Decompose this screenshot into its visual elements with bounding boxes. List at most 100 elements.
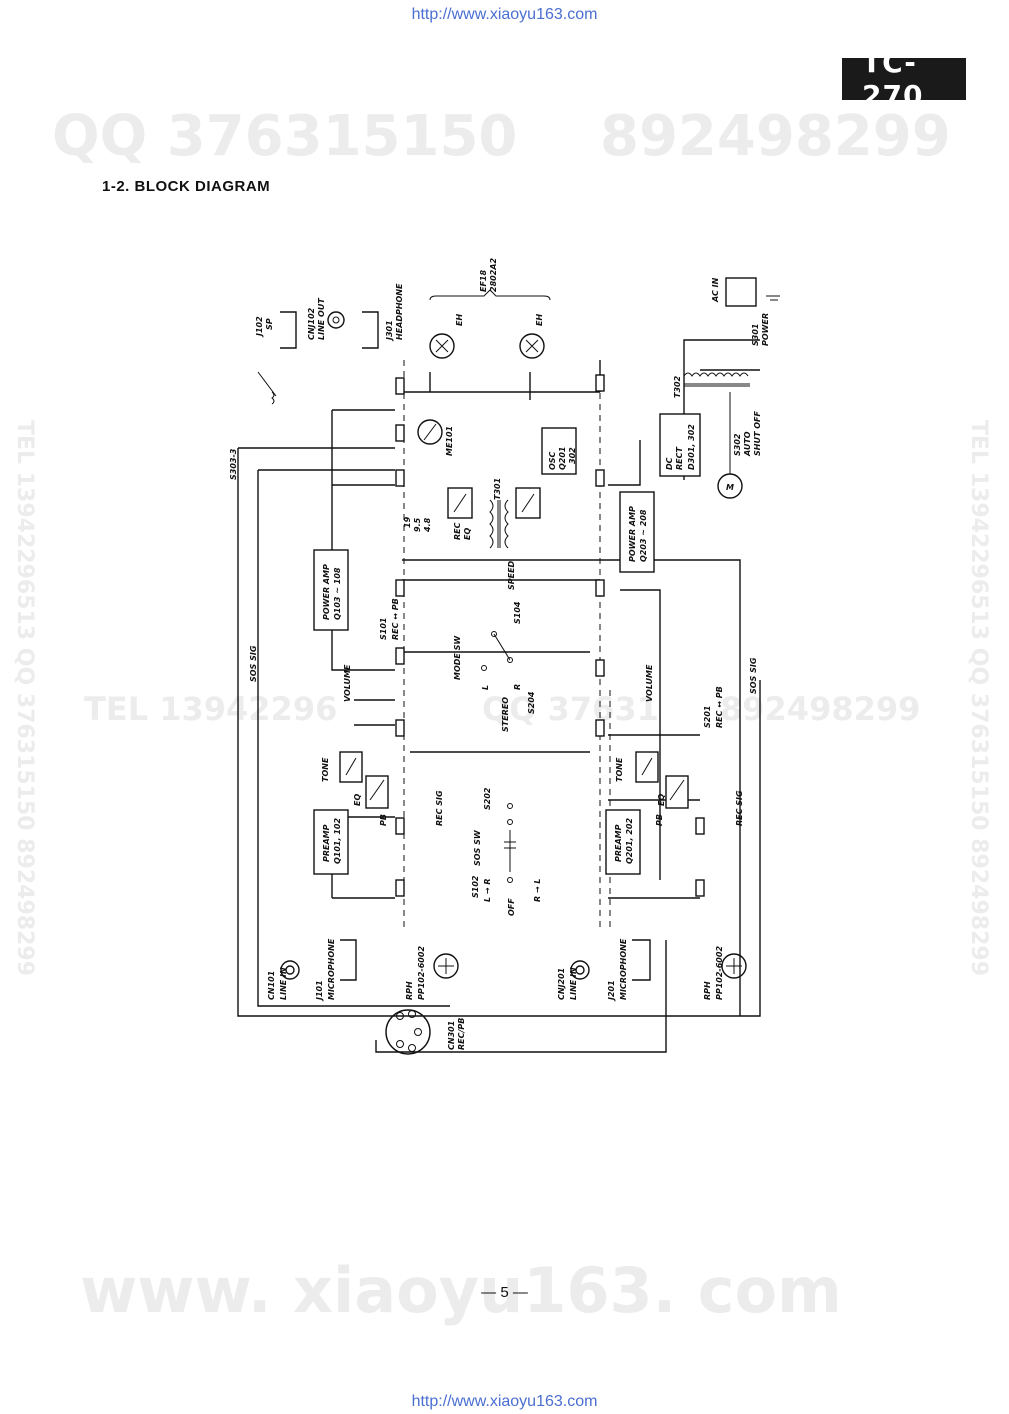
ch2-power-amp-transistors: Q203 ~ 208 bbox=[639, 509, 648, 562]
ch1-inputs: CN101 LINE IN J101 MICROPHONE RPH PP102-… bbox=[267, 938, 459, 1002]
ch1-cn101: CN101 bbox=[267, 971, 276, 1000]
ch1-eq-label: EQ bbox=[353, 794, 362, 806]
rect-diodes: D301, 302 bbox=[687, 424, 696, 470]
speed-label: SPEED bbox=[507, 560, 516, 590]
mode-l-label: L bbox=[481, 685, 490, 690]
s301-label: S301 bbox=[751, 324, 760, 346]
ch1-signal-labels: SOS SIG REC SIG S101 REC ↔ PB S303-3 bbox=[229, 448, 444, 826]
connector-terminals bbox=[395, 374, 705, 897]
ch2-power-amp: POWER AMP Q203 ~ 208 bbox=[619, 491, 655, 573]
ch2-preamp: PREAMP Q201, 202 bbox=[605, 809, 641, 875]
headphone-label: HEADPHONE bbox=[395, 283, 404, 340]
ch2-power-amp-label: POWER AMP bbox=[628, 506, 637, 562]
ch1-power-amp: POWER AMP Q103 ~ 108 bbox=[313, 549, 349, 631]
ch2-rph: RPH bbox=[703, 981, 712, 1000]
ch1-preamp-transistors: Q101, 102 bbox=[333, 818, 342, 864]
ch1-power-amp-transistors: Q103 ~ 108 bbox=[333, 567, 342, 620]
ch1-s101-func: REC ↔ PB bbox=[391, 598, 400, 640]
j102-label: J102 bbox=[255, 316, 264, 338]
ch2-j201: J201 bbox=[607, 980, 616, 1002]
head-block-outline bbox=[403, 360, 611, 930]
section-title: 1-2. BLOCK DIAGRAM bbox=[102, 178, 271, 195]
ch2-rec-sig: REC SIG bbox=[735, 790, 744, 826]
mode-r-label: R bbox=[513, 684, 522, 690]
center-switches: MODE SW S104 L R STEREO S204 S202 SOS SW… bbox=[453, 601, 542, 916]
speed-19-label: 19 bbox=[403, 516, 412, 528]
j301-label: J301 bbox=[385, 320, 394, 342]
rect-label: RECT bbox=[675, 447, 684, 470]
rec-eq-label: REC bbox=[453, 522, 462, 540]
ch2-preamp-label: PREAMP bbox=[614, 824, 623, 862]
ch2-s201: S201 bbox=[703, 706, 712, 728]
eh-left-label: EH bbox=[455, 314, 464, 326]
me101-label: ME101 bbox=[445, 426, 454, 456]
source-url-bottom[interactable]: http://www.xiaoyu163.com bbox=[411, 1393, 598, 1410]
dc-label: DC bbox=[665, 457, 674, 470]
ch1-preamp-label: PREAMP bbox=[322, 824, 331, 862]
ch2-preamp-transistors: Q201, 202 bbox=[625, 818, 634, 864]
ch2-microphone: MICROPHONE bbox=[619, 938, 628, 1000]
s302-label: S302 bbox=[733, 433, 742, 456]
ch1-tone-eq: TONE EQ PB VOLUME bbox=[321, 664, 389, 826]
ch2-volume-label: VOLUME bbox=[645, 664, 654, 702]
speed-95-label: 9.5 bbox=[413, 517, 422, 532]
ch1-volume-label: VOLUME bbox=[343, 664, 352, 702]
source-url-top[interactable]: http://www.xiaoyu163.com bbox=[411, 6, 598, 23]
ch1-pb-label: PB bbox=[379, 814, 388, 826]
eh-right-label: EH bbox=[535, 314, 544, 326]
osc-transistor-2: 302 bbox=[568, 447, 577, 464]
ch2-eq-label: EQ bbox=[657, 794, 666, 806]
ch1-rph: RPH bbox=[405, 981, 414, 1000]
ch2-signal-labels: SOS SIG REC SIG S201 REC ↔ PB bbox=[703, 657, 758, 826]
model-badge: TC-270 bbox=[842, 46, 966, 112]
osc-label: OSC bbox=[548, 451, 557, 470]
ch1-preamp: PREAMP Q101, 102 bbox=[313, 809, 349, 875]
ch2-pb-label: PB bbox=[655, 814, 664, 826]
ef18-label: EF18 bbox=[479, 270, 488, 292]
ch1-microphone: MICROPHONE bbox=[327, 938, 336, 1000]
oscillator: OSC Q201 302 bbox=[541, 427, 577, 475]
rec-pb-label: REC/PB bbox=[457, 1018, 466, 1050]
speed-48-label: 4.8 bbox=[423, 517, 432, 533]
ch1-rec-sig: REC SIG bbox=[435, 790, 444, 826]
t301-label: T301 bbox=[493, 478, 502, 500]
s204-label: S204 bbox=[527, 691, 536, 714]
osc-transistor: Q201 bbox=[558, 447, 567, 471]
s102-label: S102 bbox=[471, 875, 480, 898]
ch2-s201-func: REC ↔ PB bbox=[715, 686, 724, 728]
shut-off-label: SHUT OFF bbox=[753, 411, 762, 456]
speed-eq-section: SPEED 19 9.5 4.8 REC EQ T301 bbox=[403, 478, 541, 590]
ch1-tone-label: TONE bbox=[321, 757, 330, 782]
r-to-l-label: R → L bbox=[533, 878, 542, 902]
din-connector: CN301 REC/PB bbox=[385, 1009, 466, 1055]
ch1-s101: S101 bbox=[379, 618, 388, 640]
ch1-j101: J101 bbox=[315, 980, 324, 1002]
output-jacks: J102 SP CNJ102 LINE OUT J301 HEADPHONE bbox=[255, 283, 404, 405]
t302-label: T302 bbox=[673, 375, 682, 398]
ch2-tone-label: TONE bbox=[615, 757, 624, 782]
ch1-sos-sig: SOS SIG bbox=[249, 645, 258, 682]
cn301-label: CN301 bbox=[447, 1021, 456, 1050]
s202-label: S202 bbox=[483, 787, 492, 810]
line-out-label: LINE OUT bbox=[317, 298, 326, 340]
ch2-line-in: LINE IN bbox=[569, 967, 578, 1000]
power-supply: AC IN S301 POWER T302 DC RECT D301, 302 … bbox=[659, 277, 780, 499]
frame-wiring bbox=[237, 339, 761, 1053]
level-meter: ME101 bbox=[417, 419, 454, 456]
ac-in-label: AC IN bbox=[711, 277, 720, 303]
stereo-label: STEREO bbox=[501, 697, 510, 732]
page-number: — 5 — bbox=[481, 1284, 528, 1301]
ch2-sos-sig: SOS SIG bbox=[749, 657, 758, 694]
auto-label: AUTO bbox=[743, 431, 752, 457]
erase-heads: EH EH EF18 2802A2 bbox=[429, 258, 551, 359]
power-label: POWER bbox=[761, 313, 770, 346]
ch1-rph-part: PP102-6002 bbox=[417, 946, 426, 1000]
ch1-line-in: LINE IN bbox=[279, 967, 288, 1000]
sp-label: SP bbox=[265, 318, 274, 330]
off-label: OFF bbox=[507, 898, 516, 916]
ch2-rph-part: PP102-6002 bbox=[715, 946, 724, 1000]
l-to-r-label: L → R bbox=[483, 878, 492, 902]
ch2-cnj201: CNJ201 bbox=[557, 968, 566, 1000]
mode-sw-label: MODE SW bbox=[453, 635, 462, 680]
